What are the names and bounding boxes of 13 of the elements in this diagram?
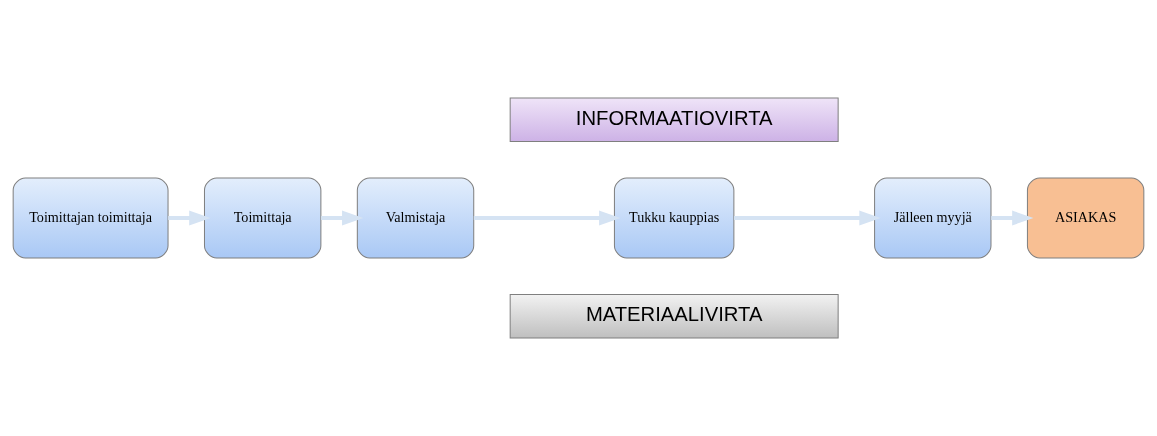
arrow <box>473 210 621 226</box>
node-box: Toimittajan toimittaja <box>12 177 169 259</box>
arrow <box>991 210 1034 226</box>
node-box: Tukku kauppias <box>613 177 735 259</box>
arrow <box>168 210 211 226</box>
node-box: ASIAKAS <box>1026 177 1145 259</box>
node-box: Toimittaja <box>203 177 322 259</box>
node-box: INFORMAATIOVIRTA <box>509 97 839 143</box>
node-box: Valmistaja <box>356 177 475 259</box>
node-box: Jälleen myyjä <box>874 177 992 259</box>
node-box: MATERIAALIVIRTA <box>509 293 839 339</box>
arrow <box>734 210 881 226</box>
arrow <box>321 210 364 226</box>
